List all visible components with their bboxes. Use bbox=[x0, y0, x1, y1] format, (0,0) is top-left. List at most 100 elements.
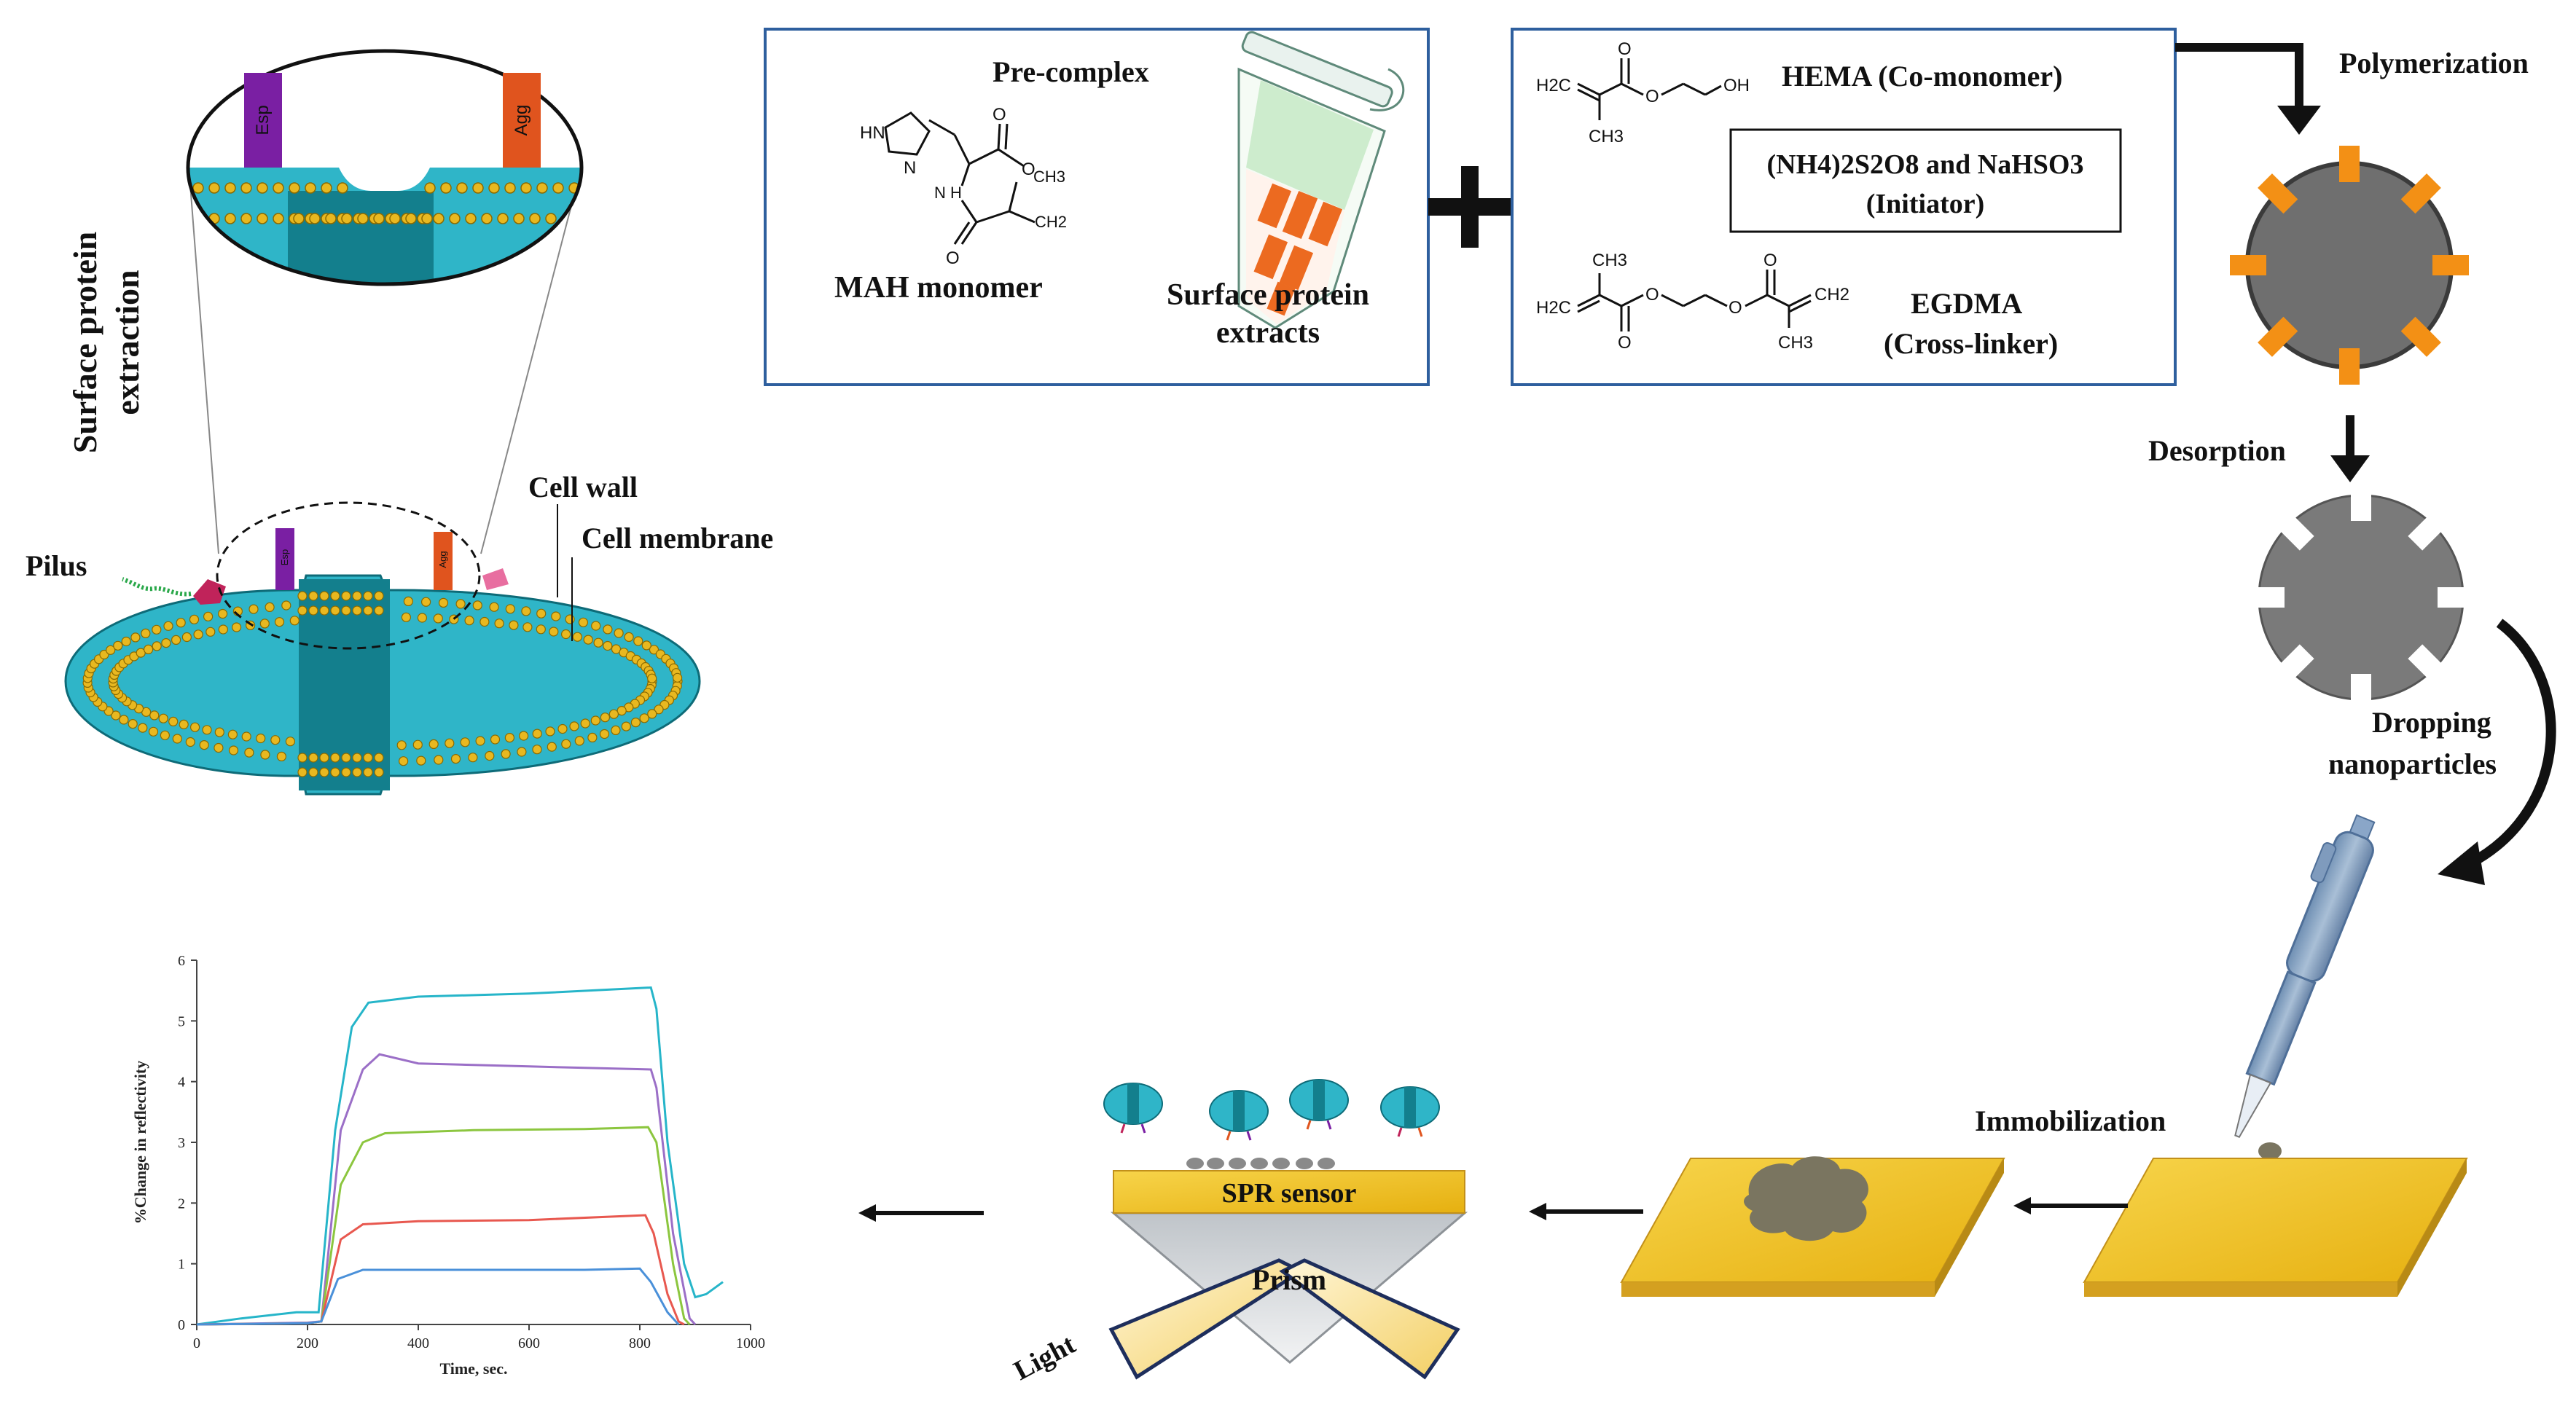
membrane-lipid-dot bbox=[130, 632, 141, 643]
surface-nanoparticles bbox=[1186, 1158, 1335, 1169]
egdma-o-4: O bbox=[1763, 251, 1777, 270]
egdma-o-2: O bbox=[1645, 285, 1659, 305]
membrane-lipid-dot bbox=[319, 591, 329, 601]
membrane-lipid-dot bbox=[121, 636, 131, 647]
membrane-lipid-dot bbox=[363, 753, 373, 763]
membrane-lipid-dot bbox=[396, 740, 407, 750]
chart-x-tick-label: 400 bbox=[407, 1335, 429, 1351]
membrane-lipid-dot bbox=[308, 591, 318, 601]
membrane-lipid-dot bbox=[202, 725, 212, 735]
reflected-light-beam bbox=[1279, 1258, 1460, 1380]
membrane-lipid-dot bbox=[545, 726, 555, 737]
membrane-lipid-dot bbox=[240, 182, 252, 194]
membrane-lipid-dot bbox=[171, 635, 181, 645]
esp-label: Esp bbox=[279, 549, 290, 565]
membrane-lipid-dot bbox=[479, 616, 490, 627]
membrane-lipid-dot bbox=[330, 591, 340, 601]
chart-series-line-5 bbox=[196, 1267, 680, 1326]
membrane-lipid-dot bbox=[603, 624, 613, 635]
membrane-lipid-dot bbox=[509, 620, 519, 630]
membrane-lipid-dot bbox=[177, 183, 187, 193]
membrane-lipid-dot bbox=[363, 591, 373, 601]
membrane-lipid-dot bbox=[281, 600, 291, 611]
chart-y-tick-label: 6 bbox=[178, 953, 185, 969]
egdma-structure bbox=[1577, 270, 1812, 331]
agg-label-zoom: Agg bbox=[512, 105, 531, 136]
membrane-lipid-dot bbox=[185, 737, 195, 747]
agg-label: Agg bbox=[437, 551, 448, 568]
chart-y-tick-label: 2 bbox=[178, 1196, 185, 1212]
membrane-lipid-dot bbox=[214, 742, 224, 753]
membrane-lipid-dot bbox=[449, 213, 461, 224]
membrane-lipid-dot bbox=[352, 605, 362, 616]
hema-h2c: H2C bbox=[1536, 76, 1571, 95]
chart-y-tick-label: 5 bbox=[178, 1013, 185, 1029]
zoom-oval: Esp Agg bbox=[177, 49, 584, 286]
egdma-label: EGDMA bbox=[1911, 287, 2022, 320]
membrane-lipid-dot bbox=[168, 716, 179, 727]
membrane-lipid-dot bbox=[405, 213, 417, 224]
membrane-lipid-dot bbox=[189, 614, 200, 624]
membrane-lipid-dot bbox=[305, 182, 316, 194]
membrane-lipid-dot bbox=[572, 632, 583, 642]
membrane-lipid-dot bbox=[128, 718, 138, 729]
membrane-lipid-dot bbox=[641, 640, 651, 651]
eppendorf-tube bbox=[1237, 31, 1405, 329]
spr-setup: SPR sensor Prism Light bbox=[1009, 1079, 1468, 1386]
membrane-lipid-dot bbox=[421, 213, 433, 224]
surface-protein-pink bbox=[482, 568, 509, 590]
membrane-lipid-dot bbox=[224, 213, 236, 224]
membrane-lipid-dot bbox=[551, 611, 561, 621]
membrane-lipid-dot bbox=[614, 628, 624, 638]
egdma-o-1: O bbox=[1618, 333, 1632, 353]
egdma-ch3-1: CH3 bbox=[1592, 251, 1627, 270]
mah-o-atom-3: O bbox=[946, 248, 960, 268]
dropping-arrow-head bbox=[2438, 841, 2485, 885]
membrane-lipid-dot bbox=[232, 622, 242, 632]
chart-x-tick-label: 200 bbox=[297, 1335, 318, 1351]
egdma-ch3-2: CH3 bbox=[1778, 333, 1813, 353]
membrane-lipid-dot bbox=[549, 627, 559, 637]
membrane-lipid-dot bbox=[374, 605, 384, 616]
membrane-lipid-dot bbox=[587, 732, 598, 743]
membrane-lipid-dot bbox=[352, 753, 362, 763]
membrane-lipid-dot bbox=[330, 605, 340, 616]
bacteria-analytes bbox=[1103, 1079, 1440, 1141]
imprinted-nanoparticle bbox=[2230, 146, 2469, 385]
membrane-lipid-dot bbox=[270, 735, 281, 745]
membrane-lipid-dot bbox=[475, 736, 485, 746]
membrane-lipid-dot bbox=[205, 627, 216, 637]
membrane-lipid-dot bbox=[293, 213, 305, 224]
membrane-lipid-dot bbox=[547, 742, 557, 752]
egdma-ch2: CH2 bbox=[1814, 285, 1849, 305]
membrane-lipid-dot bbox=[224, 182, 236, 194]
desorption-arrow-head bbox=[2330, 455, 2370, 482]
chart-y-tick-label: 4 bbox=[178, 1075, 185, 1091]
membrane-lipid-dot bbox=[438, 597, 449, 608]
chart-x-tick-label: 600 bbox=[518, 1335, 540, 1351]
membrane-lipid-dot bbox=[363, 767, 373, 777]
membrane-lipid-dot bbox=[374, 753, 384, 763]
chart-x-tick-label: 800 bbox=[629, 1335, 651, 1351]
membrane-lipid-dot bbox=[341, 767, 351, 777]
pre-complex-title: Pre-complex bbox=[993, 55, 1149, 88]
membrane-lipid-dot bbox=[319, 767, 329, 777]
membrane-lipid-dot bbox=[330, 753, 340, 763]
nanoparticle-drop-1 bbox=[2258, 1142, 2282, 1160]
membrane-lipid-dot bbox=[464, 616, 474, 626]
membrane-lipid-dot bbox=[309, 213, 321, 224]
membrane-lipid-dot bbox=[152, 641, 162, 651]
zoom-region-dashed bbox=[216, 501, 481, 650]
chart-y-tick-label: 0 bbox=[178, 1317, 185, 1333]
mah-hn-atom: HN bbox=[860, 123, 885, 143]
membrane-lipid-dot bbox=[257, 213, 268, 224]
mah-n-atom: N bbox=[904, 158, 916, 178]
membrane-lipid-dot bbox=[190, 722, 200, 732]
gold-chip-immobilized bbox=[1620, 1156, 2005, 1297]
membrane-lipid-dot bbox=[497, 213, 509, 224]
polymerization-arrow-line bbox=[2175, 43, 2303, 109]
chart-x-tick-label: 0 bbox=[193, 1335, 200, 1351]
polymerization-arrow-head bbox=[2277, 106, 2321, 135]
